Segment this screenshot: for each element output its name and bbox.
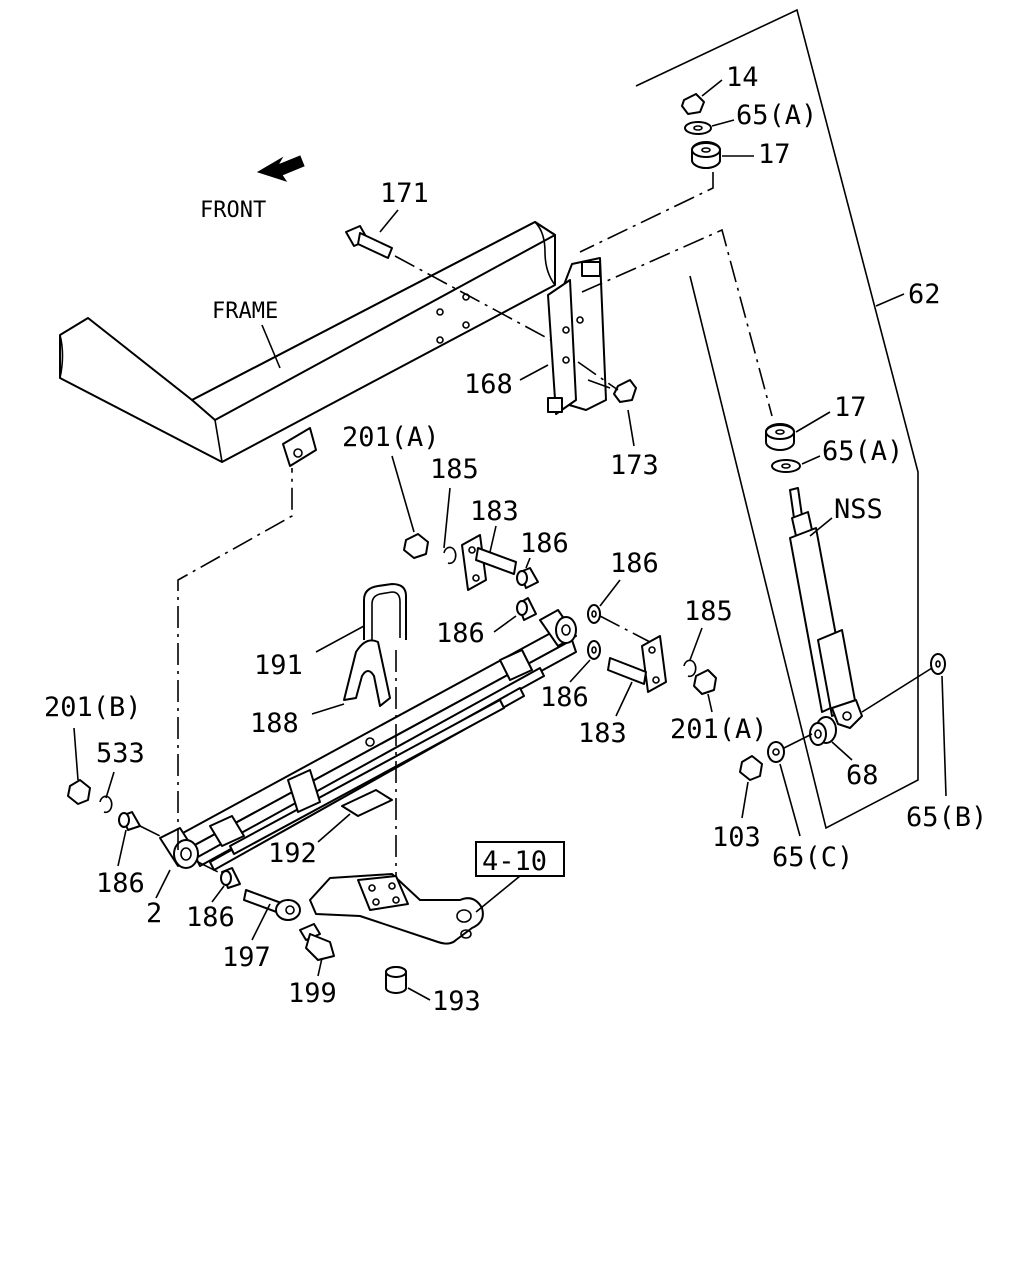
label-ref-4-10: 4-10 bbox=[482, 846, 547, 877]
bolt-171 bbox=[345, 225, 393, 259]
spring-pin-197 bbox=[243, 889, 301, 921]
label-186-f: 186 bbox=[186, 902, 235, 933]
label-front: FRONT bbox=[200, 198, 266, 223]
label-192: 192 bbox=[268, 838, 317, 869]
washer-65a-mid bbox=[771, 459, 801, 473]
label-65a-mid: 65(A) bbox=[822, 436, 903, 467]
label-185-upper: 185 bbox=[430, 454, 479, 485]
label-65c: 65(C) bbox=[772, 842, 853, 873]
shackle-plate-183-upper bbox=[461, 534, 517, 591]
shackle-plate-183-lower bbox=[607, 635, 667, 693]
label-frame: FRAME bbox=[212, 299, 278, 324]
label-188: 188 bbox=[250, 708, 299, 739]
hanger-bracket-168 bbox=[547, 257, 611, 415]
washer-65b bbox=[930, 653, 946, 675]
label-2: 2 bbox=[146, 898, 162, 929]
clip-533 bbox=[99, 795, 113, 814]
label-103: 103 bbox=[712, 822, 761, 853]
label-201a-lower: 201(A) bbox=[670, 714, 768, 745]
label-nss: NSS bbox=[834, 494, 883, 525]
front-arrow-icon bbox=[256, 155, 305, 182]
label-186-a: 186 bbox=[520, 528, 569, 559]
nut-14 bbox=[681, 93, 705, 115]
label-201a-upper: 201(A) bbox=[342, 422, 440, 453]
nut-201b bbox=[67, 779, 91, 805]
u-bolt-191 bbox=[363, 583, 407, 640]
spring-pad-188 bbox=[343, 639, 391, 707]
label-193: 193 bbox=[432, 986, 481, 1017]
label-533: 533 bbox=[96, 738, 145, 769]
bushing-186-a bbox=[516, 567, 539, 589]
nut-103 bbox=[739, 755, 763, 781]
label-65a-top: 65(A) bbox=[736, 100, 817, 131]
nut-173 bbox=[613, 379, 637, 403]
washer-65c bbox=[767, 741, 785, 763]
bushing-186-e bbox=[118, 811, 141, 831]
label-173: 173 bbox=[610, 450, 659, 481]
nut-201a-upper bbox=[403, 533, 429, 559]
label-65b: 65(B) bbox=[906, 802, 987, 833]
bushing-17-mid bbox=[765, 423, 795, 451]
bolt-199 bbox=[299, 923, 335, 961]
label-68: 68 bbox=[846, 760, 879, 791]
clip-185-upper bbox=[443, 546, 457, 565]
bushing-17-top bbox=[691, 141, 721, 169]
bushing-186-b bbox=[516, 597, 537, 621]
label-185-right: 185 bbox=[684, 596, 733, 627]
nut-193 bbox=[385, 966, 407, 994]
axle-seat bbox=[309, 873, 484, 945]
shock-absorber-nss bbox=[789, 487, 863, 729]
leaf-spring bbox=[159, 609, 577, 871]
label-186-b: 186 bbox=[436, 618, 485, 649]
label-191: 191 bbox=[254, 650, 303, 681]
plate-192 bbox=[341, 789, 393, 817]
label-183-upper: 183 bbox=[470, 496, 519, 527]
label-62: 62 bbox=[908, 279, 941, 310]
label-197: 197 bbox=[222, 942, 271, 973]
label-199: 199 bbox=[288, 978, 337, 1009]
bushing-68 bbox=[809, 716, 837, 746]
label-14: 14 bbox=[726, 62, 759, 93]
bushing-186-f bbox=[220, 867, 241, 889]
label-171: 171 bbox=[380, 178, 429, 209]
label-186-e: 186 bbox=[96, 868, 145, 899]
nut-201a-lower bbox=[693, 669, 717, 695]
washer-65a-top bbox=[684, 121, 712, 135]
washer-186-d bbox=[587, 640, 601, 660]
frame-rail bbox=[59, 221, 556, 467]
washer-186-c bbox=[587, 604, 601, 624]
label-201b: 201(B) bbox=[44, 692, 142, 723]
label-186-d: 186 bbox=[540, 682, 589, 713]
label-186-c: 186 bbox=[610, 548, 659, 579]
label-17-mid: 17 bbox=[834, 392, 867, 423]
label-168: 168 bbox=[464, 369, 513, 400]
label-17-top: 17 bbox=[758, 139, 791, 170]
label-183-lower: 183 bbox=[578, 718, 627, 749]
clip-185-right bbox=[683, 659, 697, 678]
